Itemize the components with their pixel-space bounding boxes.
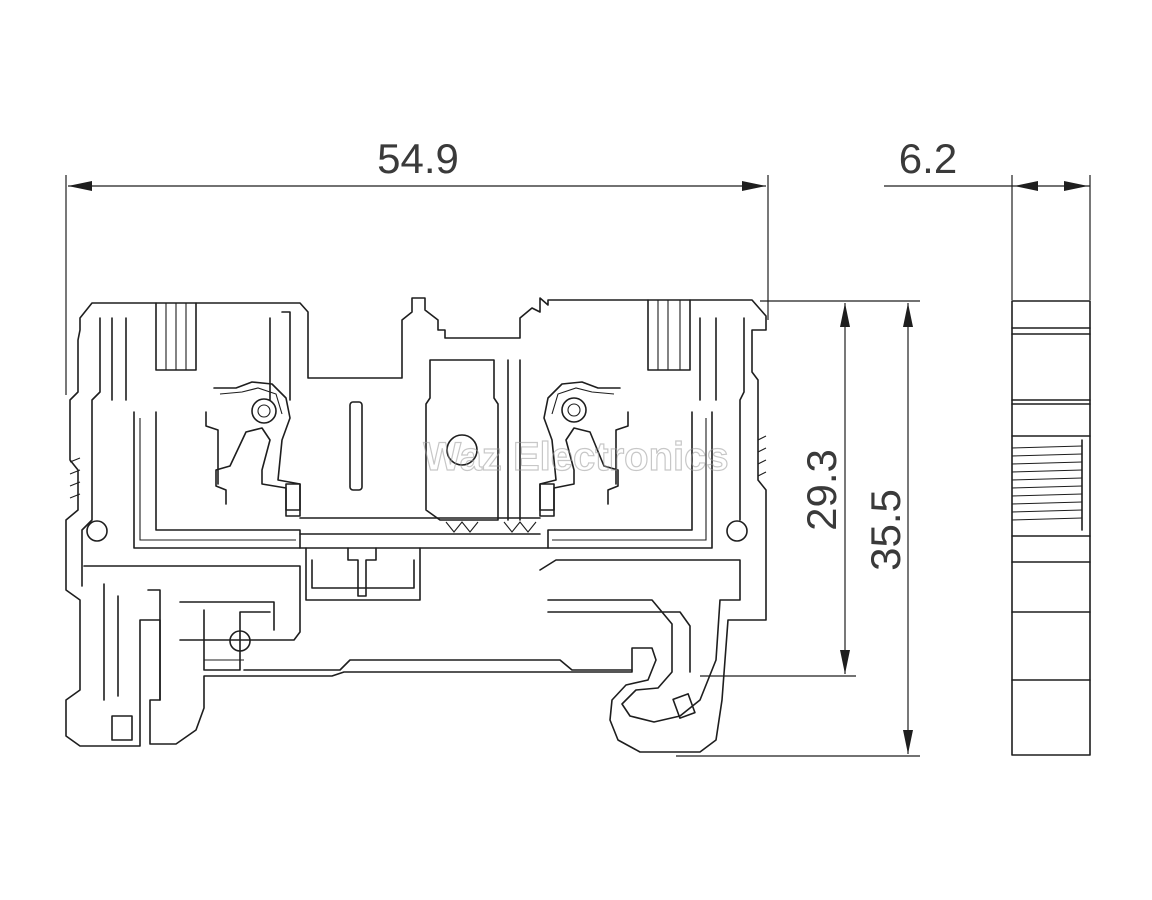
left-clamp-spring bbox=[205, 381, 301, 517]
terminal-block-side-view bbox=[1011, 300, 1091, 756]
terminal-block-front-view bbox=[65, 297, 767, 753]
height-inner-label: 29.3 bbox=[798, 449, 845, 531]
dimension-thickness: 6.2 bbox=[884, 135, 1091, 300]
housing-outline bbox=[65, 297, 767, 753]
watermark: Waz Electronics bbox=[423, 435, 728, 479]
dimension-length: 54.9 bbox=[65, 135, 769, 395]
length-label: 54.9 bbox=[377, 135, 459, 182]
dimension-heights: 29.3 35.5 bbox=[676, 300, 920, 757]
height-overall-label: 35.5 bbox=[862, 489, 909, 571]
thickness-label: 6.2 bbox=[899, 135, 957, 182]
right-clamp-spring bbox=[539, 381, 629, 517]
